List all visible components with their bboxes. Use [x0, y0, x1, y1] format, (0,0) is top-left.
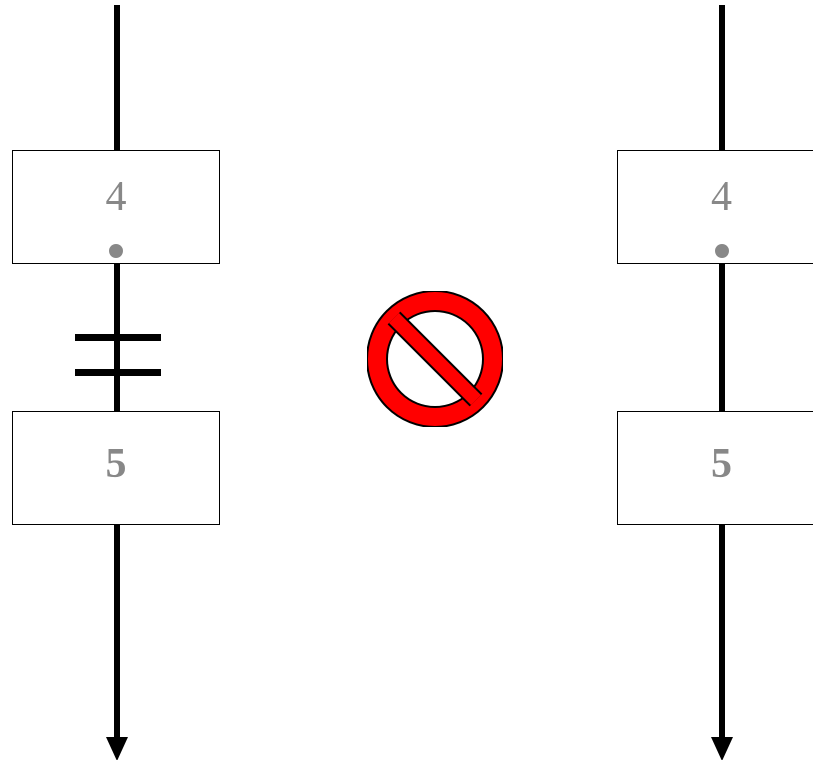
prohibited-icon: [367, 291, 503, 427]
left-step-4-box[interactable]: 4: [12, 150, 220, 264]
left-step-4-token: [109, 244, 123, 258]
right-output-arrowhead: [711, 737, 733, 760]
right-step-5-box[interactable]: 5: [617, 411, 813, 525]
left-output-arrowhead: [106, 737, 128, 760]
right-step-4-token: [714, 244, 729, 258]
left-step-4-label: 4: [105, 174, 127, 220]
right-step-4-label: 4: [711, 174, 732, 220]
right-step-5-label: 5: [711, 441, 732, 487]
left-transition-bar-top: [75, 334, 161, 341]
right-output-wire: [719, 524, 725, 740]
left-step-5-box[interactable]: 5: [12, 411, 220, 525]
left-output-wire: [114, 524, 120, 740]
left-input-wire: [114, 5, 120, 151]
left-step-5-label: 5: [105, 441, 127, 487]
right-input-wire: [719, 5, 725, 151]
right-middle-wire: [719, 263, 725, 412]
left-transition-bar-bottom: [75, 369, 161, 376]
right-step-4-box[interactable]: 4: [617, 150, 813, 264]
